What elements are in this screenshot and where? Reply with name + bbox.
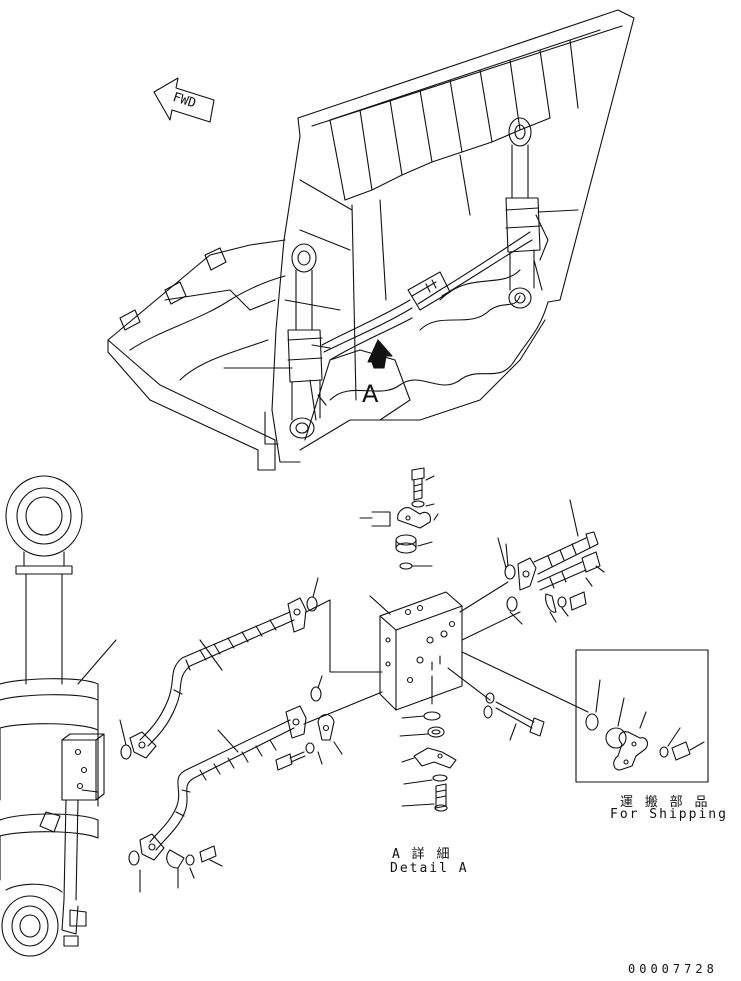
o-rings-left	[119, 577, 323, 893]
drawing-number: 00007728	[628, 962, 718, 976]
leader-line	[369, 595, 391, 615]
fwd-arrow-icon	[153, 77, 215, 123]
view-arrow-icon	[367, 339, 393, 369]
detail-a-label-ja: A 詳 細	[392, 847, 452, 862]
leader-line	[199, 639, 223, 671]
detail-a-label-en: Detail A	[390, 861, 469, 876]
view-marker: A	[362, 380, 379, 408]
shipping-label-ja: 運 搬 部 品	[620, 795, 710, 810]
top-fasteners	[359, 467, 439, 570]
shipping-parts-box	[575, 649, 709, 783]
right-hoses	[497, 499, 605, 625]
shipping-label-en: For Shipping	[610, 807, 728, 822]
lower-cylinder	[0, 475, 105, 957]
leader-line	[217, 729, 239, 753]
hose-upper	[129, 597, 307, 759]
fwd-label: FWD	[171, 90, 198, 112]
bucket-frame	[271, 9, 635, 463]
chassis-frame	[107, 239, 286, 471]
upper-hose-routing	[321, 231, 533, 361]
connection-lines	[303, 581, 589, 725]
upper-right-cylinder	[505, 117, 549, 309]
long-bolt	[483, 692, 545, 741]
hose-lower	[139, 705, 307, 861]
bottom-fasteners	[399, 711, 457, 812]
flange-bolts-left	[166, 713, 343, 889]
leader-line	[537, 209, 579, 213]
valve-block	[379, 591, 463, 711]
leader-line	[77, 639, 117, 685]
upper-left-cylinder	[287, 243, 331, 439]
